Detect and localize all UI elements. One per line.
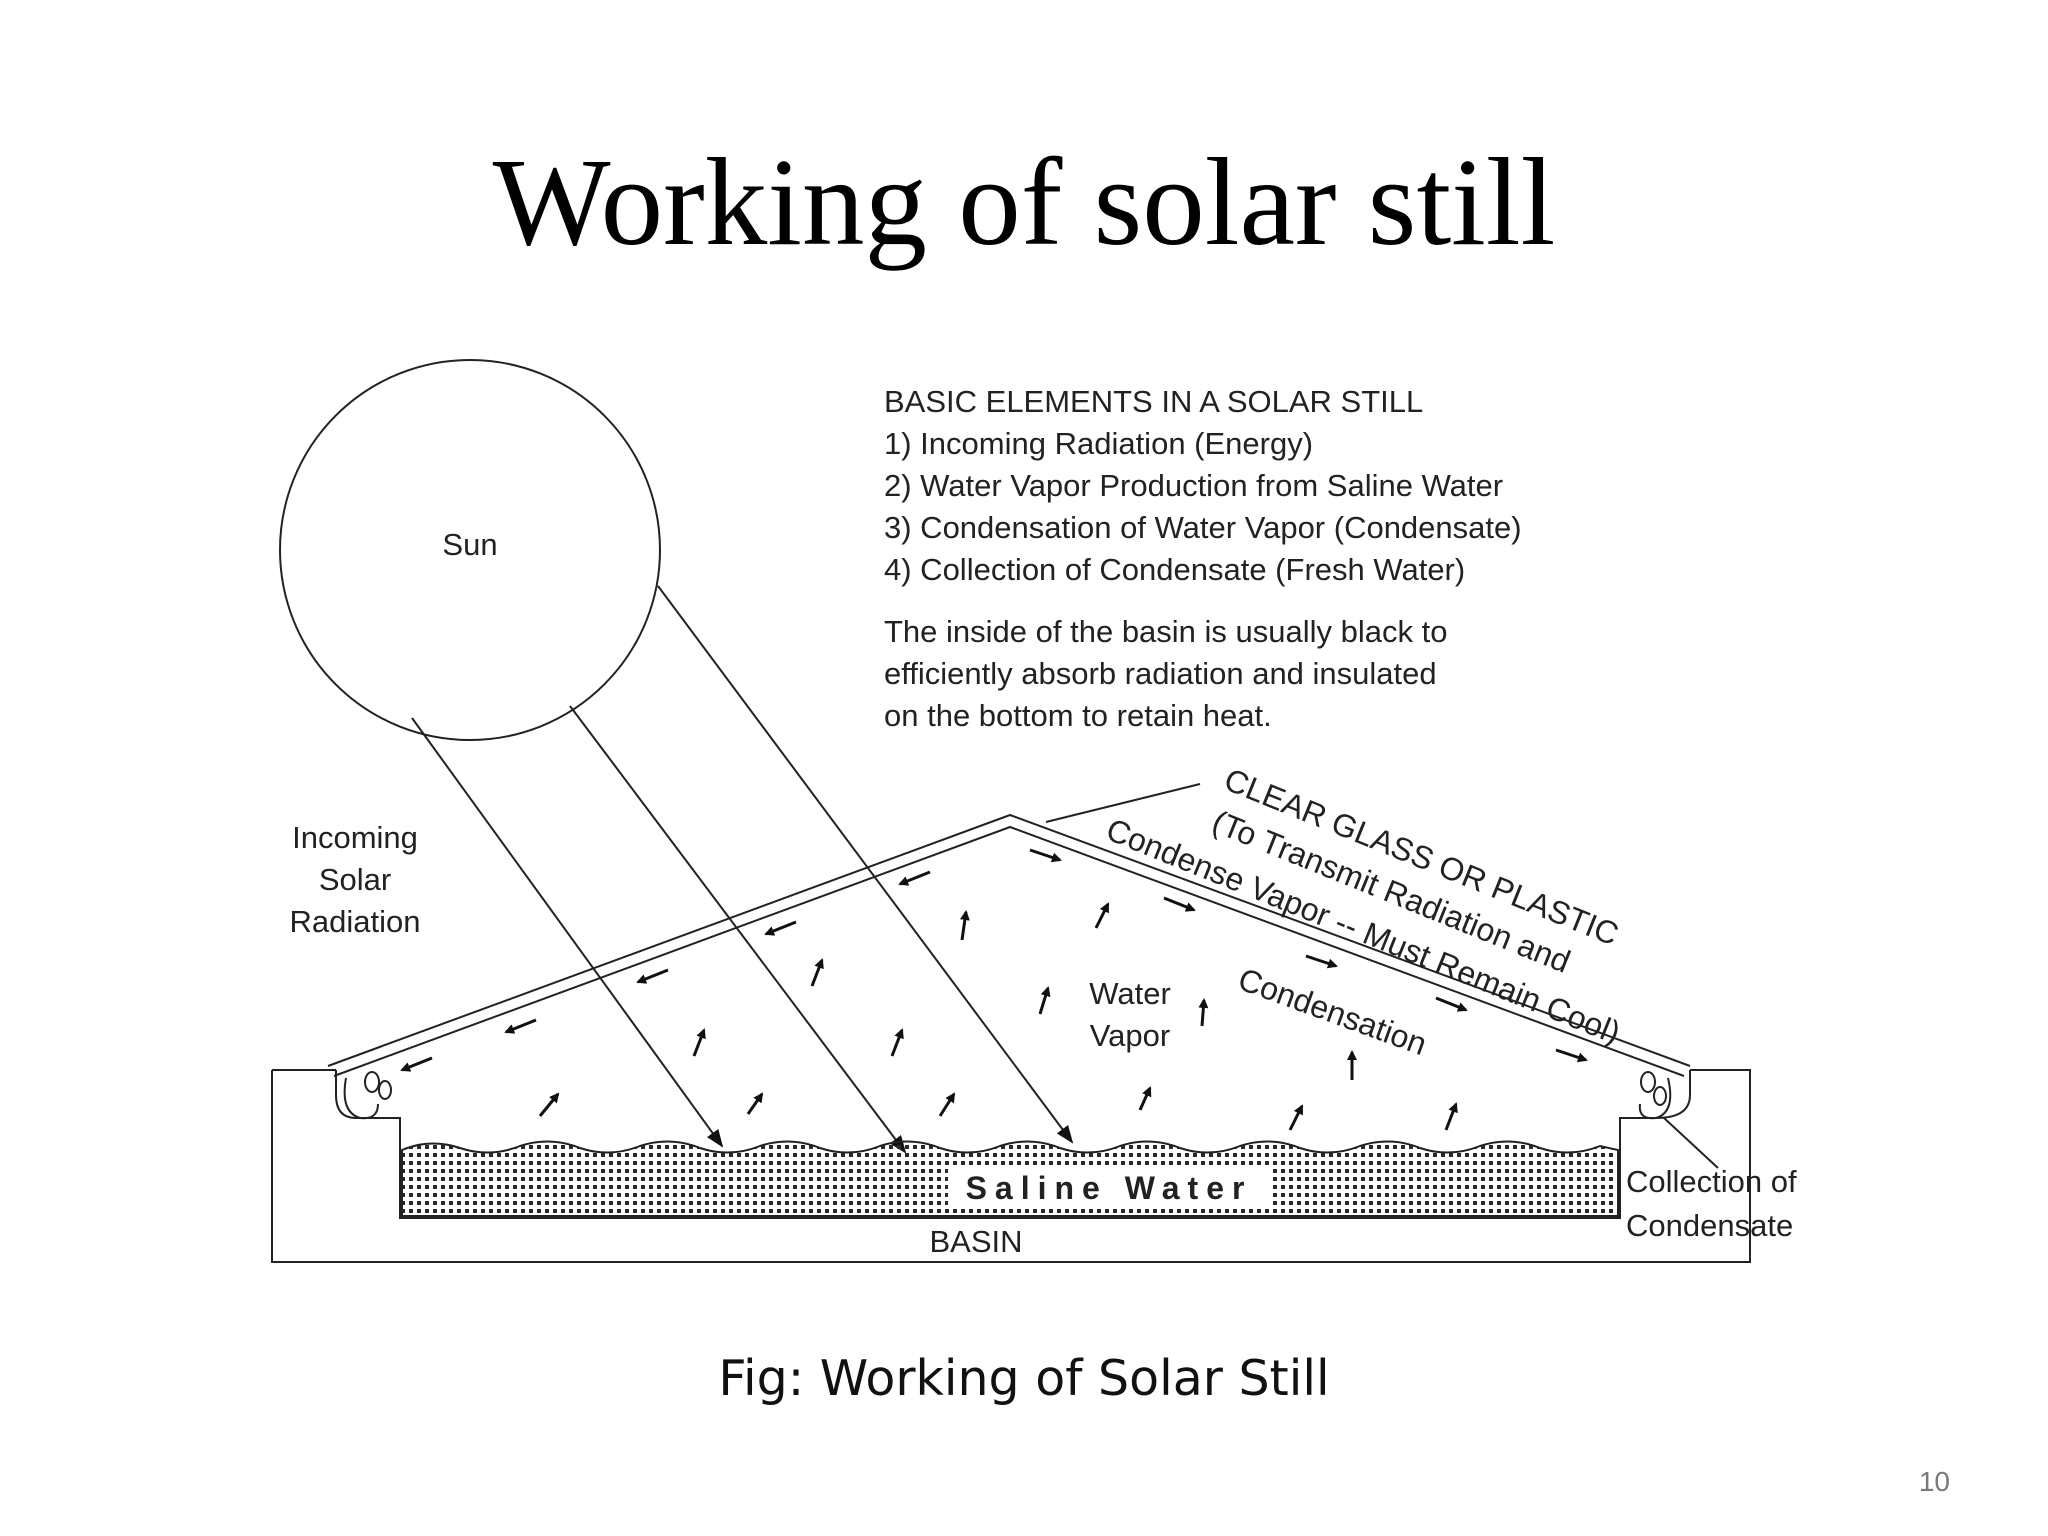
figure-caption: Fig: Working of Solar Still [718, 1350, 1330, 1407]
basin-label: BASIN [929, 1224, 1022, 1259]
collection-leader [1663, 1117, 1719, 1169]
info-item-1: 1) Incoming Radiation (Energy) [884, 426, 1313, 461]
info-item-2: 2) Water Vapor Production from Saline Wa… [884, 468, 1503, 503]
collection-label-line-1: Collection of [1626, 1164, 1797, 1199]
saline-water-label: Saline Water [966, 1170, 1253, 1206]
sun-label: Sun [442, 527, 497, 562]
info-note-line-3: on the bottom to retain heat. [884, 698, 1272, 733]
condensation-label: Condensation [1234, 961, 1432, 1062]
glass-cover [327, 813, 1691, 1077]
info-heading: BASIC ELEMENTS IN A SOLAR STILL [884, 384, 1423, 419]
incoming-label-line-1: Incoming [292, 820, 418, 855]
collection-label-line-2: Condensate [1626, 1208, 1793, 1243]
glass-label-leader [1045, 783, 1201, 823]
right-collection-trough [1638, 1077, 1672, 1120]
basin-inner-wall [335, 1070, 1691, 1219]
page-number: 10 [1918, 1466, 1950, 1497]
left-collection-trough [343, 1077, 379, 1120]
water-vapor-label-line-2: Vapor [1090, 1018, 1170, 1053]
info-item-4: 4) Collection of Condensate (Fresh Water… [884, 552, 1465, 587]
sun-circle [279, 359, 661, 741]
incoming-label-line-2: Solar [319, 862, 391, 897]
slide-title: Working of solar still [492, 134, 1556, 272]
condensate-flow-arrows [400, 848, 1588, 1072]
info-block: BASIC ELEMENTS IN A SOLAR STILL 1) Incom… [884, 384, 1522, 733]
info-note-line-2: efficiently absorb radiation and insulat… [884, 656, 1437, 691]
vapor-arrows [538, 902, 1458, 1131]
basin-outline [271, 1069, 1751, 1263]
info-note-line-1: The inside of the basin is usually black… [884, 614, 1447, 649]
water-vapor-label-line-1: Water [1089, 976, 1171, 1011]
incoming-label-line-3: Radiation [290, 904, 421, 939]
condensate-droplets [364, 1071, 1667, 1106]
info-item-3: 3) Condensation of Water Vapor (Condensa… [884, 510, 1522, 545]
solar-radiation-rays [411, 585, 1074, 1154]
saline-water-label-bg [948, 1168, 1270, 1208]
